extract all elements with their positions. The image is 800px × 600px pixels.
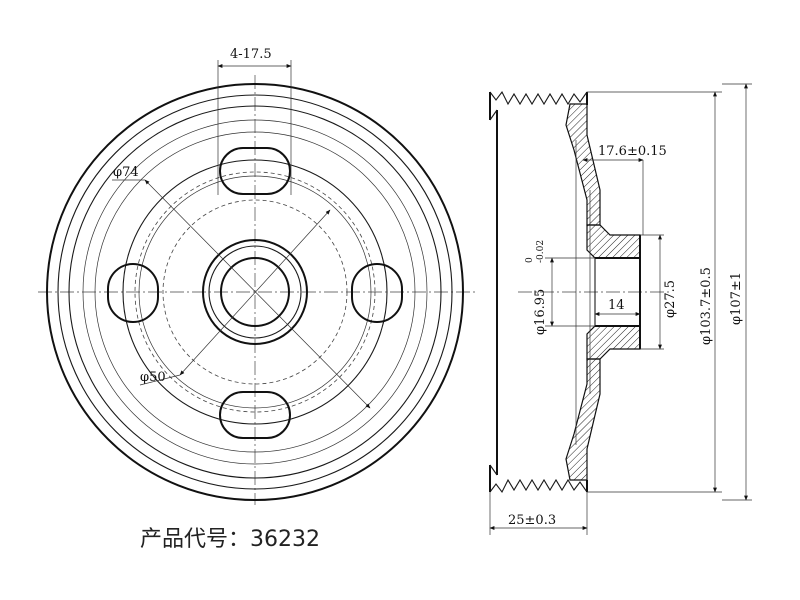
inner-dim-leader: [139, 374, 181, 386]
rim-circle-5: [94, 131, 416, 453]
rim-left-face-2: [489, 109, 498, 121]
outer-dia-label: φ107±1: [729, 272, 744, 325]
inner-dim-label: φ50: [140, 370, 166, 385]
bore-tol-upper: 0: [525, 257, 535, 263]
hub-top-section: [586, 224, 641, 259]
slot-dim-label: 4-17.5: [230, 47, 272, 62]
rim-left-face-3: [489, 464, 498, 476]
slot-right: [351, 263, 403, 323]
hub-dia-label: φ27.5: [663, 280, 678, 318]
front-view: 4-17.5 φ74 φ50: [38, 47, 478, 505]
slot-left: [107, 263, 159, 323]
width-label: 25±0.3: [508, 513, 556, 528]
hub-offset-label: 17.6±0.15: [598, 144, 667, 159]
bottom-web-section: [565, 358, 601, 481]
rim-circle-3: [68, 105, 442, 479]
outer-rim-circle: [46, 83, 464, 501]
groove-dia-label: φ103.7±0.5: [699, 267, 714, 345]
bottom-groove-teeth: [489, 478, 588, 494]
disc-circle: [122, 159, 388, 425]
top-web-section: [565, 103, 601, 226]
hub-length-label: 14: [608, 298, 625, 313]
bolt-circle-dim-label: φ74: [113, 165, 139, 180]
side-view: 17.6±0.15 φ16.95 0 -0.02 14 φ27.5 φ103.7…: [489, 83, 752, 535]
bolt-circle: [134, 171, 376, 413]
product-code-label: 产品代号：: [140, 527, 250, 552]
top-groove-teeth: [489, 90, 588, 106]
inner-dim-line: [179, 209, 331, 376]
rim-circle-2: [57, 94, 453, 490]
rim-circle-4: [82, 119, 428, 465]
bore-dim-label: φ16.95: [533, 289, 548, 335]
product-code-caption: 产品代号：36232: [140, 527, 320, 552]
hub-bottom-section: [586, 325, 641, 360]
product-code-value: 36232: [250, 527, 320, 552]
bore-tol-lower: -0.02: [536, 240, 546, 263]
bolt-circle-dim-line: [144, 179, 371, 409]
